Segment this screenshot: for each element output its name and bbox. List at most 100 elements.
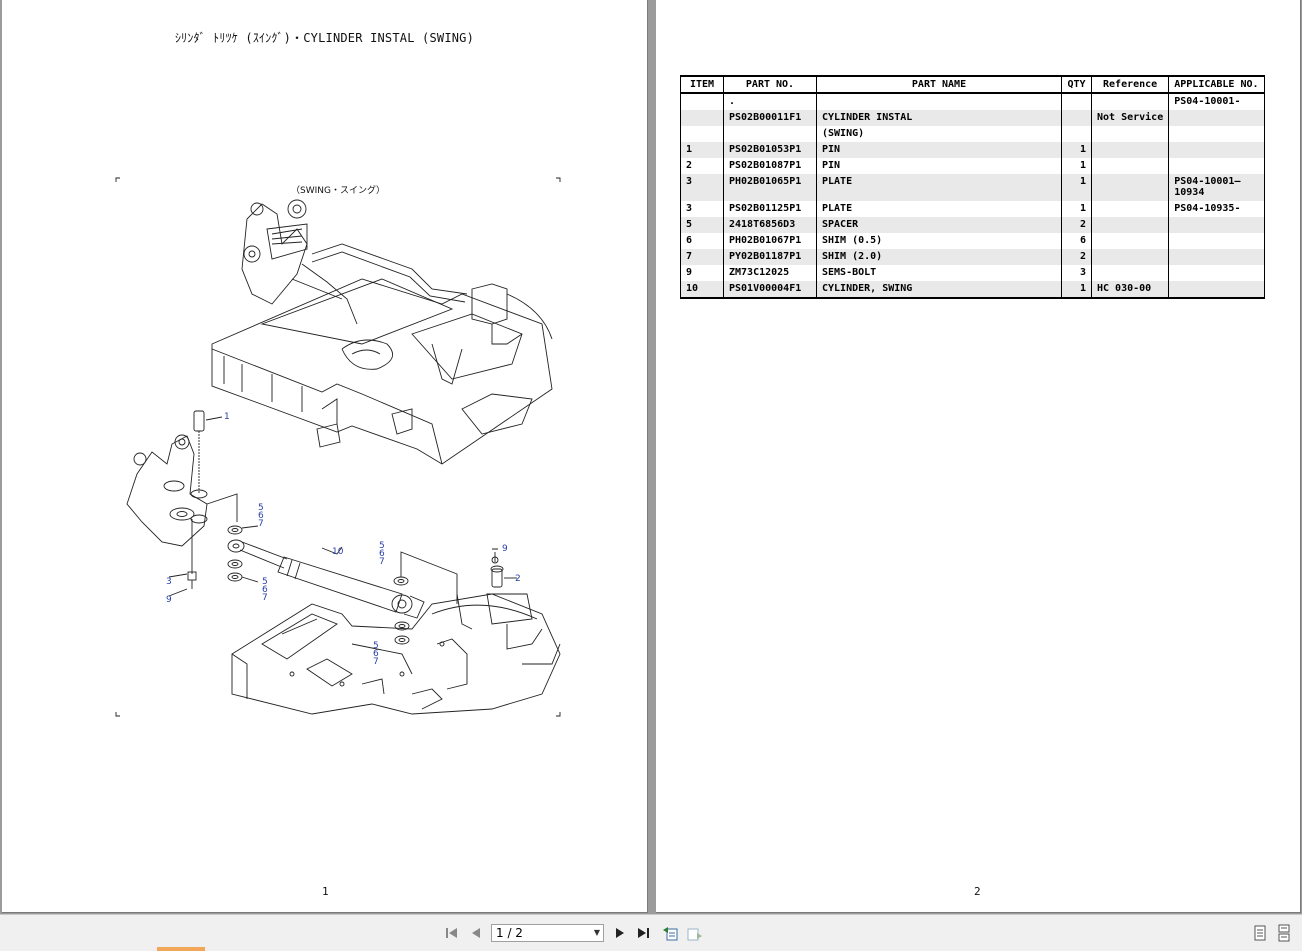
dropdown-arrow-icon: ▼	[593, 928, 600, 937]
cell-part-name: SHIM (0.5)	[816, 233, 1062, 249]
cell-applicable-no: PS04-10001-	[1168, 93, 1265, 110]
first-page-icon	[446, 928, 457, 938]
column-header-item: ITEM	[680, 75, 724, 94]
table-row: 9 ZM73C12025 SEMS-BOLT 3	[680, 265, 1265, 281]
applicable-range-start: PS04-10001—	[1174, 176, 1241, 187]
previous-view-icon	[663, 927, 678, 941]
cell-item	[680, 126, 724, 142]
callout-7: 7	[373, 657, 379, 667]
cell-reference	[1090, 217, 1170, 233]
callout-7: 7	[379, 557, 385, 567]
callout-6: 6	[262, 585, 268, 595]
cell-part-no: PH02B01067P1	[723, 233, 817, 249]
last-page-button[interactable]	[635, 924, 653, 942]
callout-6: 6	[258, 511, 264, 521]
column-header-applicable-no: APPLICABLE NO.	[1168, 75, 1265, 94]
viewer-toolbar: 1 / 2 ▼	[0, 914, 1302, 951]
next-page-button[interactable]	[611, 924, 629, 942]
table-row: PS02B00011F1 CYLINDER INSTAL Not Service	[680, 110, 1265, 126]
cell-part-name: SEMS-BOLT	[816, 265, 1062, 281]
callout-10: 10	[332, 547, 344, 557]
cell-qty	[1061, 93, 1092, 110]
cell-applicable-no	[1168, 142, 1265, 158]
first-page-button[interactable]	[443, 924, 461, 942]
callout-6: 6	[379, 549, 385, 559]
cell-item	[680, 93, 724, 110]
cell-item	[680, 110, 724, 126]
cell-part-name: CYLINDER INSTAL	[816, 110, 1062, 126]
cell-part-name: PIN	[816, 142, 1062, 158]
previous-page-button[interactable]	[467, 924, 485, 942]
callout-3: 3	[166, 577, 172, 587]
column-header-part-no: PART NO.	[723, 75, 817, 94]
cell-applicable-no	[1168, 217, 1265, 233]
table-row: (SWING)	[680, 126, 1265, 142]
cell-part-no: PS02B01053P1	[723, 142, 817, 158]
cell-applicable-no	[1168, 249, 1265, 265]
page-number: 1	[322, 885, 329, 898]
continuous-pages-icon	[1278, 924, 1290, 942]
cell-item: 7	[680, 249, 724, 265]
cell-item: 6	[680, 233, 724, 249]
cell-reference	[1090, 265, 1170, 281]
parts-list-table: ITEM PART NO. PART NAME QTY Reference AP…	[680, 75, 1265, 299]
next-view-button[interactable]	[686, 924, 704, 942]
cell-qty: 1	[1061, 142, 1092, 158]
cell-qty: 6	[1061, 233, 1092, 249]
cell-qty: 1	[1061, 281, 1092, 299]
cell-qty: 1	[1061, 201, 1092, 217]
document-viewer: ｼﾘﾝﾀﾞ ﾄﾘﾂｹ (ｽｲﾝｸﾞ)・CYLINDER INSTAL (SWIN…	[0, 0, 1302, 914]
table-row: 3 PH02B01065P1 PLATE 1 PS04-10001— 10934	[680, 174, 1265, 201]
cell-applicable-no: PS04-10001— 10934	[1168, 174, 1265, 201]
cell-qty	[1061, 110, 1092, 126]
column-header-part-name: PART NAME	[816, 75, 1062, 94]
cell-applicable-no	[1168, 265, 1265, 281]
cell-applicable-no	[1168, 126, 1265, 142]
cell-part-no: PS02B01125P1	[723, 201, 817, 217]
callout-9: 9	[166, 595, 172, 605]
cell-part-no	[723, 126, 817, 142]
table-row: 6 PH02B01067P1 SHIM (0.5) 6	[680, 233, 1265, 249]
cell-reference: Not Service	[1090, 110, 1170, 126]
cell-qty: 1	[1061, 158, 1092, 174]
single-page-icon	[1254, 925, 1266, 941]
cell-qty: 1	[1061, 174, 1092, 201]
cell-applicable-no	[1168, 158, 1265, 174]
table-row: 3 PS02B01125P1 PLATE 1 PS04-10935-	[680, 201, 1265, 217]
cell-reference	[1090, 142, 1170, 158]
cell-part-name	[816, 93, 1062, 110]
column-header-qty: QTY	[1061, 75, 1092, 94]
cell-applicable-no	[1168, 233, 1265, 249]
cell-qty: 3	[1061, 265, 1092, 281]
cell-part-name: SPACER	[816, 217, 1062, 233]
previous-page-icon	[472, 928, 480, 938]
cell-reference	[1090, 158, 1170, 174]
table-row: 7 PY02B01187P1 SHIM (2.0) 2	[680, 249, 1265, 265]
cell-part-no: PS02B01087P1	[723, 158, 817, 174]
cell-item: 3	[680, 201, 724, 217]
applicable-range-end: 10934	[1174, 187, 1205, 198]
cell-item: 10	[680, 281, 724, 299]
cell-part-name: PLATE	[816, 201, 1062, 217]
cell-part-name: (SWING)	[816, 126, 1062, 142]
previous-view-button[interactable]	[661, 924, 679, 942]
next-view-icon	[687, 928, 702, 941]
page-number-select[interactable]: 1 / 2 ▼	[491, 924, 604, 942]
table-row: 10 PS01V00004F1 CYLINDER, SWING 1 HC 030…	[680, 281, 1265, 299]
callout-7: 7	[258, 519, 264, 529]
cell-part-name: CYLINDER, SWING	[816, 281, 1062, 299]
page-1: ｼﾘﾝﾀﾞ ﾄﾘﾂｹ (ｽｲﾝｸﾞ)・CYLINDER INSTAL (SWIN…	[2, 0, 648, 913]
cell-part-no: .	[723, 93, 817, 110]
continuous-view-button[interactable]	[1275, 924, 1293, 942]
single-page-view-button[interactable]	[1251, 924, 1269, 942]
diagram-caption: （SWING・スイング）	[291, 186, 385, 196]
page-title: ｼﾘﾝﾀﾞ ﾄﾘﾂｹ (ｽｲﾝｸﾞ)・CYLINDER INSTAL (SWIN…	[174, 31, 475, 45]
cell-reference: HC 030-00	[1090, 281, 1170, 299]
cell-reference	[1090, 126, 1170, 142]
cell-applicable-no: PS04-10935-	[1168, 201, 1265, 217]
page-2: ITEM PART NO. PART NAME QTY Reference AP…	[656, 0, 1301, 913]
callout-6: 6	[373, 649, 379, 659]
cell-part-no: PH02B01065P1	[723, 174, 817, 201]
cell-item: 2	[680, 158, 724, 174]
table-row: 2 PS02B01087P1 PIN 1	[680, 158, 1265, 174]
